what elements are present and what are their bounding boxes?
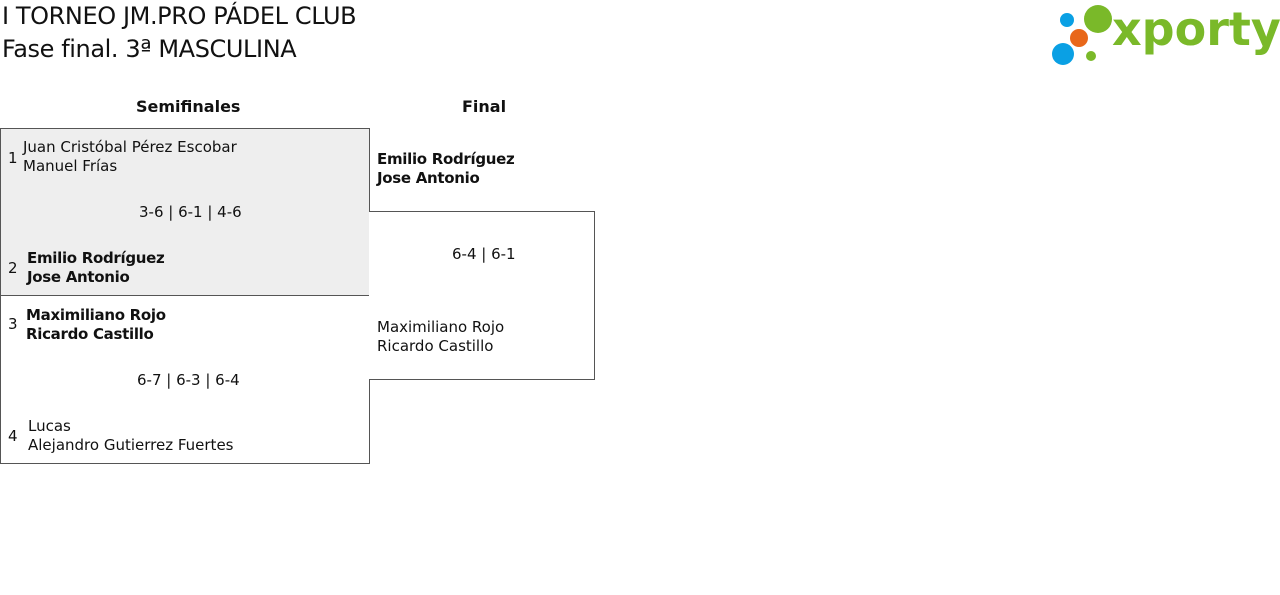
player-name: Emilio Rodríguez — [27, 249, 165, 267]
final-team-a: Emilio Rodríguez Jose Antonio — [377, 150, 515, 188]
seed-number: 3 — [8, 315, 18, 333]
player-name: Maximiliano Rojo — [26, 306, 166, 324]
logo-dot-green-small-icon — [1086, 51, 1096, 61]
team-entry: Juan Cristóbal Pérez Escobar Manuel Fría… — [23, 138, 237, 176]
round-header-final: Final — [462, 97, 507, 116]
seed-number: 2 — [8, 259, 18, 277]
match-score: 3-6 | 6-1 | 4-6 — [139, 203, 242, 221]
semifinal-match-2[interactable]: 3 Maximiliano Rojo Ricardo Castillo 6-7 … — [0, 295, 370, 464]
xporty-logo[interactable]: xporty — [1050, 3, 1280, 67]
player-name: Lucas — [28, 417, 71, 435]
player-name: Jose Antonio — [27, 268, 130, 286]
team-entry-winner: Maximiliano Rojo Ricardo Castillo — [26, 306, 166, 344]
match-score: 6-4 | 6-1 — [452, 245, 516, 263]
tournament-title: I TORNEO JM.PRO PÁDEL CLUB — [2, 2, 357, 30]
seed-number: 1 — [8, 149, 18, 167]
final-match[interactable]: 6-4 | 6-1 Maximiliano Rojo Ricardo Casti… — [369, 211, 595, 380]
team-entry-winner: Emilio Rodríguez Jose Antonio — [27, 249, 165, 287]
player-name: Manuel Frías — [23, 157, 118, 175]
final-team-b: Maximiliano Rojo Ricardo Castillo — [377, 318, 504, 356]
player-name: Ricardo Castillo — [26, 325, 154, 343]
player-name: Alejandro Gutierrez Fuertes — [28, 436, 234, 454]
seed-number: 4 — [8, 427, 18, 445]
player-name: Jose Antonio — [377, 169, 480, 187]
player-name: Ricardo Castillo — [377, 337, 494, 355]
logo-dot-orange-icon — [1070, 29, 1088, 47]
logo-dot-blue-large-icon — [1052, 43, 1074, 65]
phase-subtitle: Fase final. 3ª MASCULINA — [2, 35, 297, 63]
logo-dot-blue-icon — [1060, 13, 1074, 27]
semifinal-match-1[interactable]: 1 Juan Cristóbal Pérez Escobar Manuel Fr… — [0, 128, 370, 296]
logo-wordmark: xporty — [1112, 2, 1280, 56]
player-name: Maximiliano Rojo — [377, 318, 505, 336]
player-name: Juan Cristóbal Pérez Escobar — [23, 138, 237, 156]
team-entry: Lucas Alejandro Gutierrez Fuertes — [28, 417, 233, 455]
player-name: Emilio Rodríguez — [377, 150, 515, 168]
round-header-semifinals: Semifinales — [136, 97, 241, 116]
match-score: 6-7 | 6-3 | 6-4 — [137, 371, 240, 389]
logo-dot-green-icon — [1084, 5, 1112, 33]
